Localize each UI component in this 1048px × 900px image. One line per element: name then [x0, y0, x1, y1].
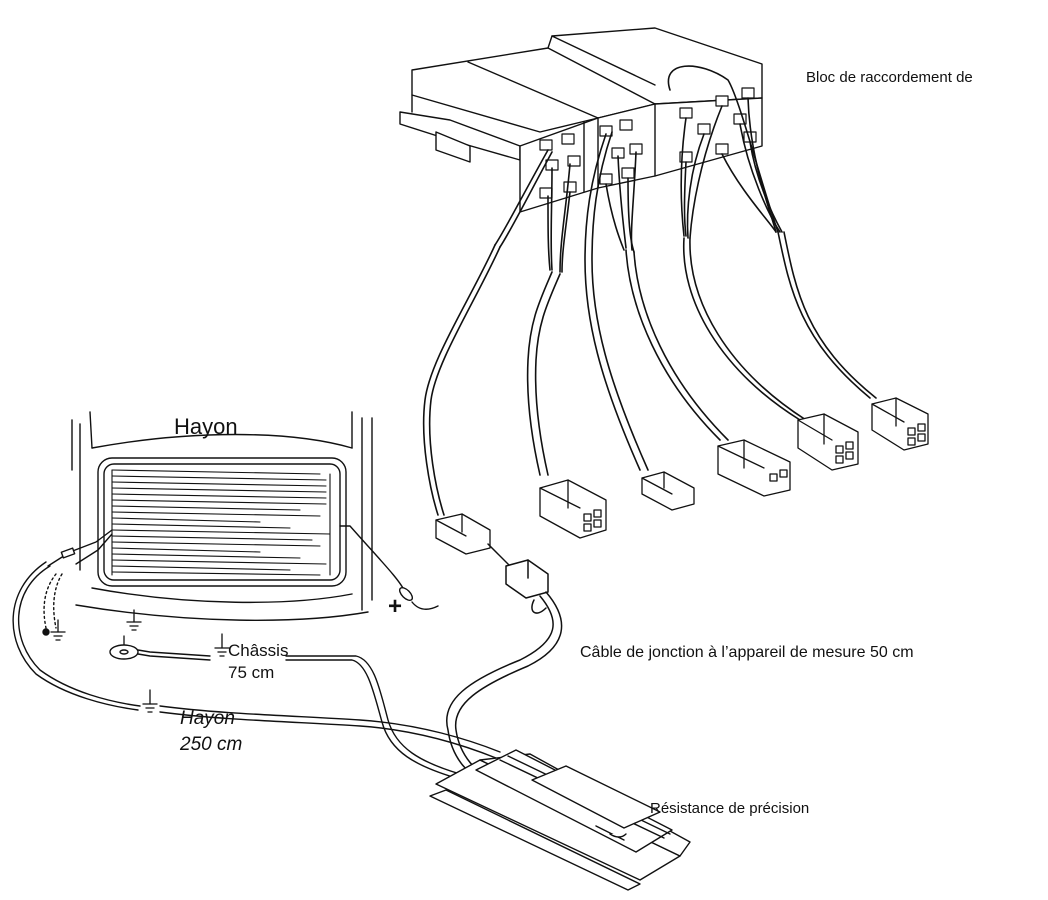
resistor-leads [159, 655, 501, 779]
label-tailgate-cable: Hayon [180, 708, 235, 729]
connector-3 [641, 471, 695, 511]
heater-grid [111, 469, 331, 576]
rear-window [97, 457, 347, 587]
ground-symbols [50, 609, 230, 713]
connector-4 [717, 439, 791, 497]
ground-icon [142, 689, 158, 713]
connector-5 [797, 413, 859, 471]
junction-cable [445, 543, 563, 786]
label-plus: + [388, 593, 402, 620]
label-tailgate-cable-length: 250 cm [179, 734, 242, 755]
harness-connectors [435, 397, 929, 555]
connector-6 [871, 397, 929, 451]
junction-plug [505, 559, 549, 599]
label-chassis: Châssis [228, 641, 288, 660]
chassis-lead [109, 644, 211, 661]
label-junction-cable: Câble de jonction à l’appareil de mesure… [580, 644, 914, 661]
ground-icon [126, 609, 142, 631]
connector-1 [435, 513, 491, 555]
connector-2 [539, 479, 607, 539]
label-chassis-length: 75 cm [228, 663, 274, 682]
precision-resistor [429, 749, 691, 891]
tailgate [12, 411, 439, 711]
connector-block [399, 27, 763, 213]
label-tailgate: Hayon [174, 414, 238, 439]
ground-icon [214, 633, 230, 657]
label-precision-resistor: Résistance de précision [650, 800, 809, 817]
label-connector-block: Bloc de raccordement de [806, 69, 973, 86]
ground-icon [50, 619, 66, 641]
harness-wires [422, 65, 877, 516]
